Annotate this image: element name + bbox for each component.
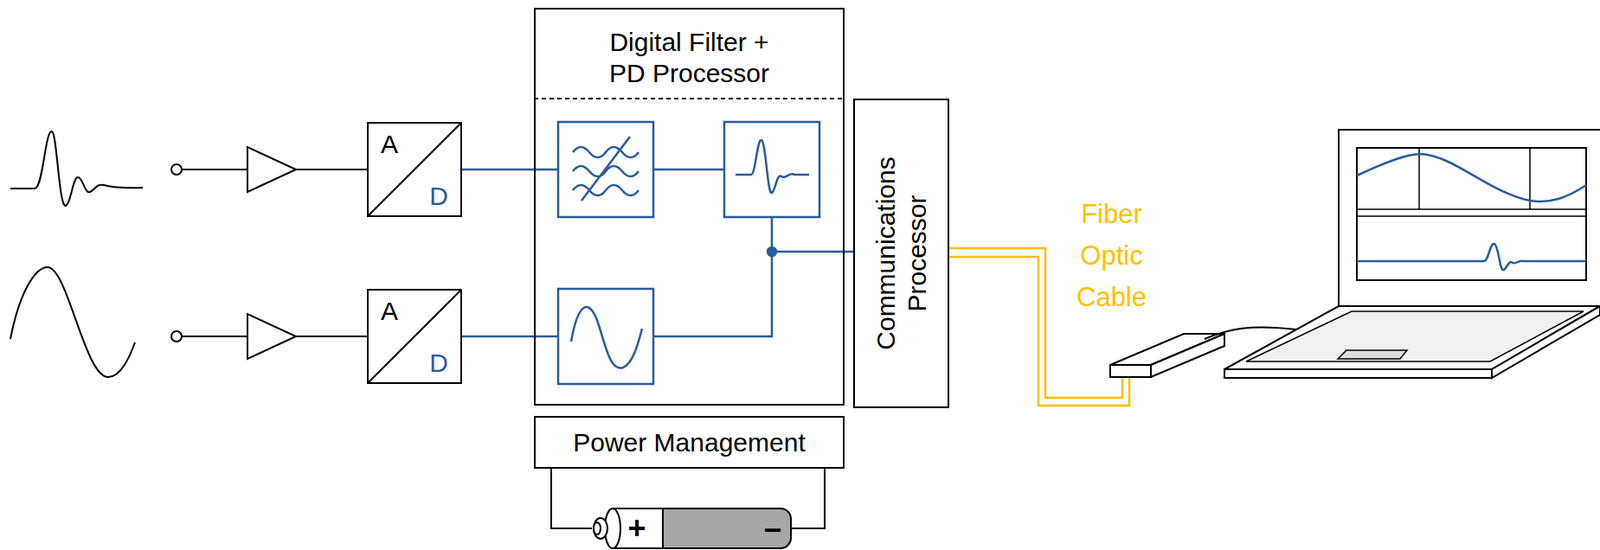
processor-box: Digital Filter + PD Processor	[533, 7, 845, 406]
pd-pulse-icon	[735, 140, 810, 193]
amplifier-symbol	[247, 147, 296, 193]
signal-wire	[533, 169, 845, 337]
box-label: Power Management	[572, 427, 805, 459]
signal-connector	[844, 250, 854, 254]
input-signals	[10, 131, 367, 378]
box-label: Communications Processor	[870, 128, 933, 380]
processing-blocks	[533, 122, 845, 385]
touchpad	[1337, 350, 1408, 360]
power-box: Power Management	[533, 416, 845, 470]
fiber-line	[949, 257, 1130, 406]
input-terminal	[171, 164, 182, 175]
input-terminal	[171, 331, 182, 342]
dashed-divider	[533, 97, 845, 100]
analog-letter: A	[380, 295, 399, 328]
signal-connector	[462, 335, 534, 339]
keyboard-area	[1246, 311, 1584, 362]
pd-pulse-waveform	[10, 131, 143, 206]
pd-detect-block	[724, 122, 820, 218]
sine-filter-block	[558, 289, 654, 385]
battery-terminal	[593, 518, 608, 540]
signal-connector	[462, 168, 534, 172]
converter-box	[1150, 334, 1225, 378]
sine-plot	[1356, 154, 1587, 202]
sine-icon	[571, 307, 643, 369]
filter-bank-block	[558, 122, 654, 218]
laptop-base	[1224, 306, 1600, 370]
comms-box: Communications Processor	[853, 98, 950, 409]
digital-letter: D	[429, 180, 449, 213]
laptop	[1224, 129, 1600, 379]
laptop-base	[1224, 369, 1492, 379]
cable-label: Fiber Optic Cable	[1070, 193, 1153, 319]
box-label: Digital Filter + PD Processor	[600, 26, 778, 90]
polarity-sign: –	[764, 513, 782, 545]
junction-dot	[767, 247, 777, 257]
fiber-optic-cable	[949, 248, 1130, 406]
sine-waveform	[10, 267, 135, 378]
filter-symbol	[572, 136, 639, 201]
analog-letter: A	[380, 128, 399, 161]
laptop-screen	[1338, 129, 1600, 307]
adc-box: AD	[366, 289, 463, 385]
adc-diagonal-line	[368, 290, 461, 383]
polarity-sign: +	[627, 513, 646, 545]
plot-grid	[1356, 147, 1587, 217]
pd-plot	[1356, 244, 1587, 270]
battery	[551, 469, 825, 549]
adc-diagonal-line	[368, 123, 461, 216]
adc-box: AD	[366, 122, 463, 218]
digital-letter: D	[429, 347, 449, 380]
battery-terminal	[593, 522, 601, 535]
screen-display	[1356, 147, 1587, 281]
wire	[181, 169, 367, 337]
amplifier-symbol	[247, 314, 296, 360]
converter-box	[1110, 365, 1151, 378]
